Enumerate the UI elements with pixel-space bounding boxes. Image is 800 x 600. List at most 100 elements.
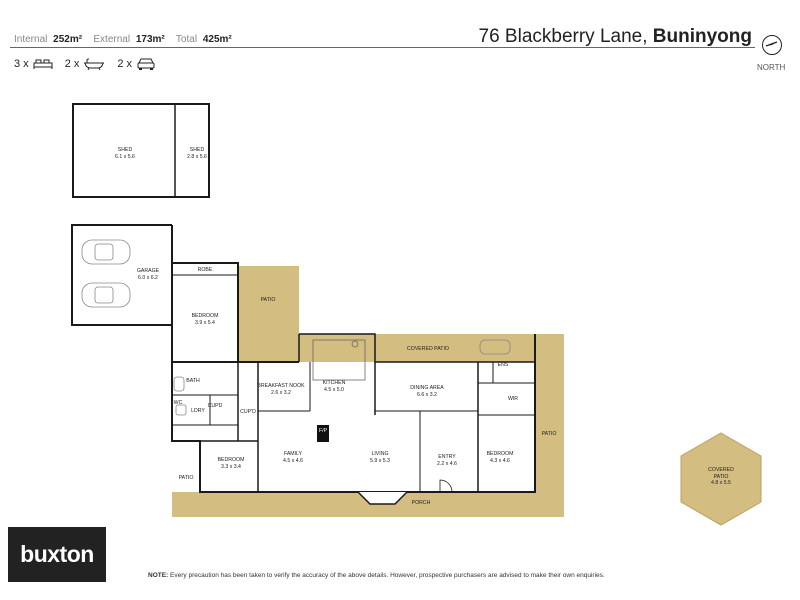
- room-name: CUPD: [207, 403, 223, 409]
- room-name: DINING AREA: [410, 385, 444, 391]
- room-size: 4.3 x 4.6: [490, 457, 510, 464]
- room-ensuite: ENS: [498, 362, 509, 369]
- room-name: FAMILY: [283, 451, 303, 457]
- room-laundry: LDRY: [191, 408, 205, 415]
- disclaimer-note: NOTE: Every precaution has been taken to…: [148, 572, 605, 579]
- room-size: 3.9 x 5.4: [195, 319, 215, 326]
- internal-label: Internal: [14, 34, 48, 45]
- room-size: 6.0 x 6.2: [138, 274, 158, 281]
- compass-icon: [762, 35, 782, 55]
- external-label: External: [93, 34, 131, 45]
- room-name: F/P: [318, 428, 328, 434]
- entry-door-icon: [439, 479, 453, 493]
- room-patio-left: PATIO: [179, 475, 194, 482]
- room-name: COVERED PATIO: [407, 346, 449, 352]
- property-address: 76 Blackberry Lane, Buninyong: [479, 26, 752, 48]
- bedroom-count: 3 x: [14, 58, 29, 70]
- room-name: GARAGE: [136, 268, 160, 274]
- room-size: 3.3 x 3.4: [221, 463, 241, 470]
- car-count: 2 x: [117, 58, 133, 70]
- room-name: BATH: [186, 378, 200, 384]
- note-text: Every precaution has been taken to verif…: [168, 572, 605, 579]
- room-size: 6.1 x 5.6: [115, 153, 135, 160]
- room-name: SHED: [117, 147, 133, 153]
- room-name: PATIO: [178, 475, 194, 481]
- bay-window: [357, 491, 408, 505]
- room-name: BEDROOM: [191, 313, 219, 319]
- room-name: WIR: [507, 396, 519, 402]
- car-icon: [137, 58, 155, 70]
- total-label: Total: [175, 34, 198, 45]
- room-name: ENS: [497, 362, 509, 368]
- room-bath: BATH: [186, 378, 199, 385]
- buxton-logo: buxton: [8, 527, 106, 582]
- room-size: 6.6 x 3.2: [417, 391, 437, 398]
- room-size: 4.5 x 5.0: [324, 386, 344, 393]
- north-label: NORTH: [757, 63, 786, 72]
- room-name: KITCHEN: [322, 380, 346, 386]
- room-name: CUP'D: [240, 409, 256, 415]
- room-name: ROBE: [197, 267, 213, 273]
- kitchen-island: [312, 339, 366, 381]
- room-name: LDRY: [191, 408, 205, 414]
- room-name: BEDROOM: [217, 457, 245, 463]
- room-name: BREAKFAST NOOK: [257, 383, 305, 389]
- room-wir: WIR: [508, 396, 518, 403]
- car-icon: [81, 239, 131, 308]
- room-size: 5.9 x 5.3: [370, 457, 390, 464]
- street-address: 76 Blackberry Lane,: [478, 26, 648, 47]
- bath-icon: [84, 58, 105, 70]
- room-covered-patio-hex: COVERED PATIO 4.8 x 5.5: [701, 467, 741, 487]
- internal-value: 252m²: [53, 34, 83, 45]
- room-size: 4.5 x 4.6: [283, 457, 303, 464]
- room-patio-right: PATIO: [542, 431, 557, 438]
- area-summary: Internal 252m² External 173m² Total 425m…: [14, 34, 235, 45]
- room-porch: PORCH: [412, 500, 431, 507]
- external-value: 173m²: [135, 34, 165, 45]
- room-name: SHED: [189, 147, 205, 153]
- hexagon-shape: [680, 432, 762, 526]
- bed-icon: [33, 59, 53, 69]
- room-size: 2.6 x 3.2: [271, 389, 291, 396]
- sink-icon: [351, 340, 359, 348]
- room-covered-patio: COVERED PATIO: [407, 346, 449, 353]
- room-size: 2.8 x 5.6: [187, 153, 207, 160]
- fireplace-block: [317, 425, 329, 442]
- covered-patio-hex: COVERED PATIO 4.8 x 5.5: [680, 432, 762, 526]
- feature-counts: 3 x 2 x 2 x: [14, 57, 164, 71]
- room-size: 2.2 x 4.6: [437, 460, 457, 467]
- bathroom-count: 2 x: [64, 58, 80, 70]
- note-label: NOTE:: [148, 572, 169, 579]
- room-name: COVERED PATIO: [708, 467, 734, 480]
- room-name: PORCH: [411, 500, 431, 506]
- room-patio-top: PATIO: [261, 297, 276, 304]
- room-size: 4.8 x 5.5: [711, 480, 731, 486]
- room-name: BEDROOM: [486, 451, 514, 457]
- bath-fixture-icon: [173, 339, 511, 416]
- room-wc: WC: [174, 400, 183, 407]
- walls: [71, 103, 536, 493]
- room-name: WC: [173, 400, 183, 406]
- header-divider: [10, 47, 755, 48]
- room-name: LIVING: [371, 451, 389, 457]
- room-name: PATIO: [541, 431, 557, 437]
- suburb: Buninyong: [652, 26, 752, 47]
- room-cupd-2: CUP'D: [240, 409, 256, 416]
- room-fireplace: F/P: [319, 428, 327, 435]
- room-name: ENTRY: [438, 454, 456, 460]
- room-name: PATIO: [260, 297, 276, 303]
- room-cupd-1: CUPD: [208, 403, 223, 410]
